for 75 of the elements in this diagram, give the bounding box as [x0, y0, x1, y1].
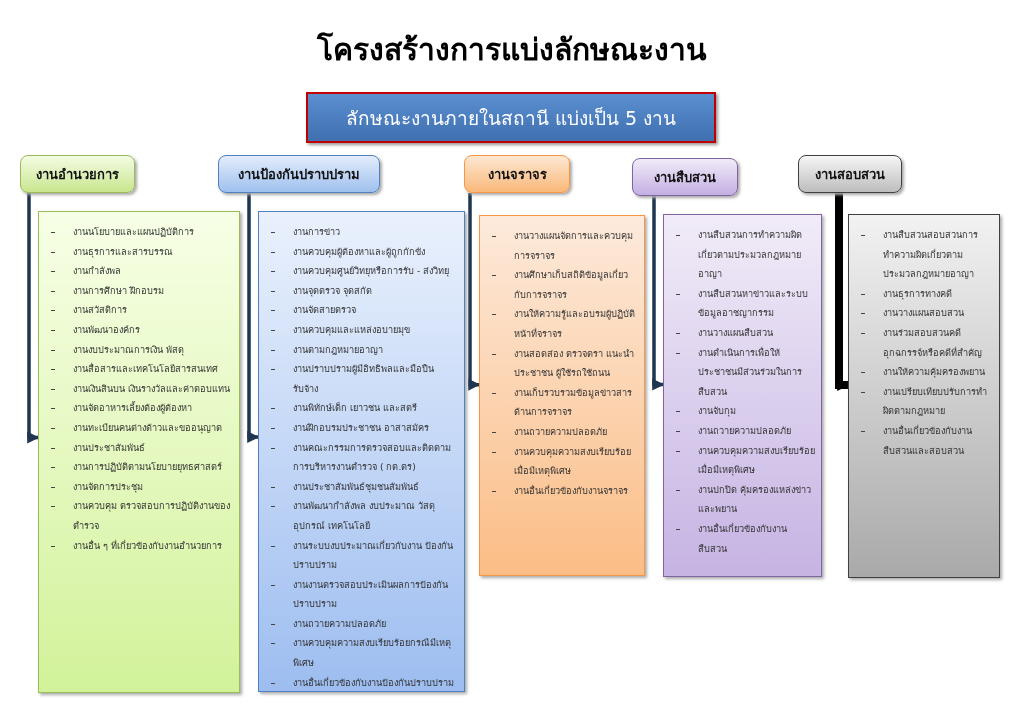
list-item: งานถวายความปลอดภัย: [293, 616, 387, 631]
arrow: [652, 196, 665, 391]
list-box: [848, 214, 1000, 578]
heading-box: ลักษณะงานภายในสถานี แบ่งเป็น 5 งาน: [306, 92, 716, 143]
arrow: [27, 193, 40, 444]
list-item: งานพัฒนากำลังพล งบประมาณ วัสดุ อุปกรณ์ เทคโนโลยี: [293, 499, 436, 534]
list-item: งานธุรการทางคดี: [883, 286, 953, 302]
arrow: [835, 193, 850, 392]
list-item: งานตามกฎหมายอาญา: [293, 342, 384, 357]
list-item: งานควบคุมความสงบเรียบร้อยเมื่อมีเหตุพิเศษ: [698, 443, 815, 478]
list-box: [663, 214, 822, 577]
list-item: งานการปฏิบัติตามนโยบายยุทธศาสตร์: [73, 460, 223, 475]
category-box: งานสืบสวน: [632, 158, 738, 196]
list-item: งานวางแผนจัดการและควบคุมการจราจร: [514, 229, 634, 263]
list-item: งานควบคุมศูนย์วิทยุหรือการรับ - ส่งวิทยุ: [293, 264, 451, 279]
list-item: งานประชาสัมพันธ์ชุมชนสัมพันธ์: [293, 479, 420, 495]
list-item: งานวางแผนสืบสวน: [698, 325, 774, 340]
category-box: งานสอบสวน: [798, 155, 902, 193]
list-item: งานปกปิด คุ้มครองแหล่งข่าวและพยาน: [698, 482, 812, 517]
list-item: งานสื่อสารและเทคโนโลยีสารสนเทศ: [73, 362, 219, 377]
list-item: งานพัฒนาองค์กร: [73, 322, 141, 337]
list-item: งานธุรการและสารบรรณ: [73, 244, 174, 260]
list-item: งานควบคุมและแหล่งอบายมุข: [293, 322, 411, 338]
list-item: งานควบคุมความสงบเรียบร้อยกรณีมีเหตุพิเศษ: [293, 636, 452, 671]
list-item: งานเปรียบเทียบปรับการทำผิดตามกฎหมาย: [883, 384, 988, 419]
list-item: งานจัดสายตรวจ: [293, 303, 357, 318]
list-item: งานวางแผนสอบสวน: [883, 306, 965, 321]
list-item: งานสืบสวนการทำความผิดเกี่ยวตามประมวลกฎหมายอาญา: [698, 228, 803, 282]
arrow: [468, 193, 481, 391]
list-item: งานการศึกษา ฝึกอบรม: [73, 283, 165, 298]
list-item: งานศึกษาเก็บสถิติข้อมูลเกี่ยวกับการจราจร: [514, 268, 629, 302]
list-item: งานอื่นเกี่ยวข้องกับงานสืบสวน: [698, 521, 788, 556]
category-box: งานป้องกันปราบปราม: [218, 155, 380, 193]
list-item: งานทะเบียนคนต่างด้าวและขออนุญาต: [73, 420, 223, 436]
list-item: งานสอดส่อง ตรวจตรา แนะนำประชาชน ผู้ใช้รถใช้ถนน: [514, 346, 635, 381]
list-item: งานถวายความปลอดภัย: [698, 423, 792, 438]
title: โครงสร้างการแบ่งลักษณะงาน: [315, 31, 708, 69]
category-box: งานอำนวยการ: [20, 155, 135, 193]
list-item: งานควบคุมความสงบเรียบร้อยเมื่อมีเหตุพิเศษ: [514, 444, 632, 479]
list-item: งานปราบปรามผู้มีอิทธิพลและมือปืนรับจ้าง: [293, 362, 435, 396]
list-item: งานงบประมาณการเงิน พัสดุ: [73, 342, 185, 358]
list-item: งานควบคุมผู้ต้องหาและผู้ถูกกักขัง: [293, 244, 426, 260]
list-item: งานพิทักษ์เด็ก เยาวชน และสตรี: [293, 401, 418, 416]
list-item: งานงานตรวจสอบประเมินผลการป้องกันปราบปราม: [293, 577, 449, 612]
list-item: งานกำลังพล: [73, 264, 122, 279]
list-item: งานจัดการประชุม: [73, 479, 144, 495]
list-item: งานเงินสินบน เงินรางวัลและค่าตอบแทน: [73, 381, 231, 396]
arrow: [247, 193, 260, 444]
list-item: งานสืบสวนสอบสวนการทำความผิดเกี่ยวตามประมวลกฎหมายอาญา: [883, 228, 979, 282]
list-box: [258, 211, 465, 692]
category-box: งานจราจร: [464, 155, 570, 193]
list-item: งานอื่น ๆ ที่เกี่ยวข้องกับงานอำนวยการ: [73, 538, 223, 553]
list-item: งานร่วมสอบสวนคดีอุกฉกรรจ์หรือคดีที่สำคัญ: [883, 325, 983, 361]
list-item: งานควบคุม ตรวจสอบการปฏิบัติงานของตำรวจ: [73, 499, 231, 533]
list-item: งานอื่นเกี่ยวข้องกับงานป้องกันปราบปราม: [293, 675, 455, 690]
list-item: งานคณะกรรมการตรวจสอบและติดตามการบริหารงานตำรวจ ( กต.ตร): [293, 440, 452, 475]
list-item: งานให้ความคุ้มครองพยาน: [883, 365, 986, 380]
list-box: [479, 215, 645, 576]
list-item: งานสืบสวนหาข่าวและระบบข้อมูลอาชญากรรม: [698, 286, 809, 321]
list-item: งานจัดอาหารเลี้ยงต้องผู้ต้องหา: [73, 400, 193, 416]
list-item: งานดำเนินการเพื่อให้ประชาชนมีส่วนร่วมในการสืบสวน: [698, 345, 803, 399]
list-item: งานสวัสดิการ: [73, 303, 128, 318]
list-item: งานอื่นเกี่ยวข้องกับงานจราจร: [514, 483, 629, 498]
list-item: งานให้ความรู้และอบรมผู้ปฏิบัติหน้าที่จราจร: [514, 307, 636, 341]
list-item: งานจับกุม: [698, 404, 737, 419]
list-item: งานฝึกอบรมประชาชน อาสาสมัคร: [293, 420, 430, 435]
list-item: งานอื่นเกี่ยวข้องกับงานสืบสวนและสอบสวน: [883, 423, 973, 458]
list-item: งานจุดตรวจ จุดสกัด: [293, 283, 373, 299]
list-item: งานการข่าว: [293, 225, 341, 239]
list-item: งานประชาสัมพันธ์: [73, 440, 146, 455]
list-box: [38, 211, 240, 693]
list-item: งานเก็บรวบรวมข้อมูลข่าวสารด้านการจราจร: [514, 385, 633, 420]
list-item: งานนโยบายและแผนปฏิบัติการ: [73, 225, 195, 239]
list-item: งานถวายความปลอดภัย: [514, 424, 608, 439]
list-item: งานระบบงบประมาณเกี่ยวกับงาน ป้องกันปราบปราม: [293, 538, 454, 573]
